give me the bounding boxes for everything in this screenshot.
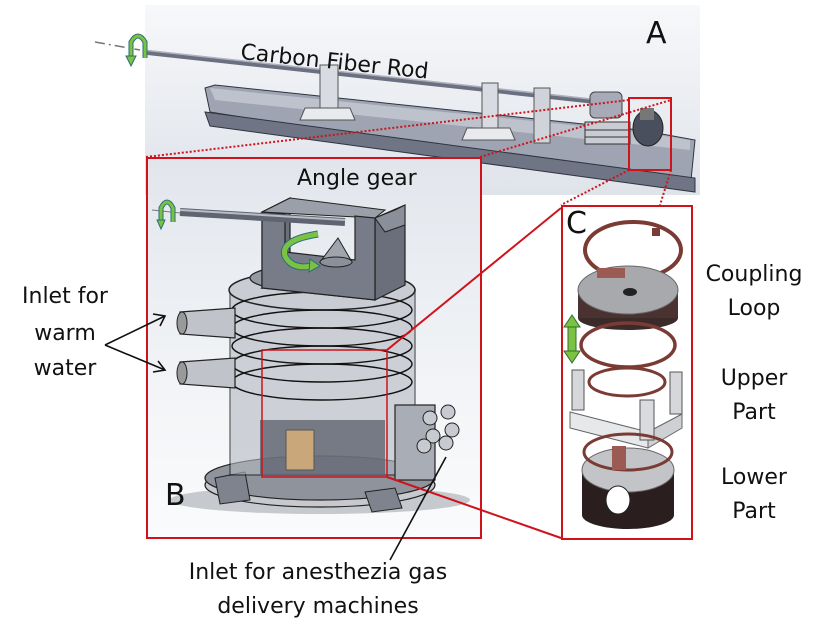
holder-miniature [632, 108, 664, 147]
gear-rotation-arrow-icon [280, 230, 321, 273]
upper-part-label: Upper Part [694, 366, 814, 426]
rod-support [533, 87, 551, 144]
small-mechanism [584, 121, 631, 145]
vertical-adjust-arrow-icon [563, 314, 581, 364]
leader-line [145, 99, 630, 158]
gas-inlet-block [394, 404, 460, 481]
gas-inlet-line-2: delivery machines [217, 594, 419, 619]
lower-part-line-1: Lower [721, 465, 787, 490]
lower-part-line-2: Part [732, 499, 776, 524]
highlight-box-b [261, 349, 388, 478]
gas-inlet-line-1: Inlet for anesthezia gas [188, 560, 448, 585]
coupling-loop-label: Coupling Loop [694, 262, 814, 322]
upper-part-line-2: Part [732, 400, 776, 425]
water-inlet-nozzle [176, 307, 236, 339]
motor-cylinder [589, 91, 623, 119]
rotation-arrow-icon [125, 33, 148, 68]
lower-part [581, 432, 675, 529]
upper-part [569, 366, 683, 449]
carbon-fiber-rod [94, 41, 601, 105]
gas-inlet-label: Inlet for anesthezia gas delivery machin… [178, 560, 458, 620]
leader-line [386, 476, 562, 539]
leader-line [386, 207, 562, 351]
warm-water-line-2: warm [34, 321, 96, 346]
gas-inlet-leader [389, 456, 447, 561]
angle-gear-label: Angle gear [297, 166, 417, 191]
rod-support [299, 64, 356, 121]
panel-letter-b: B [165, 478, 186, 513]
main-cylinder [228, 269, 416, 476]
bevel-gear [319, 237, 353, 268]
rotation-arrow-icon [156, 199, 176, 231]
warm-water-arrows [104, 313, 167, 373]
coupling-loop-line-2: Loop [727, 296, 781, 321]
coupling-loop-line-1: Coupling [705, 262, 803, 287]
lower-part-label: Lower Part [694, 465, 814, 525]
highlight-box-a [628, 97, 672, 171]
water-inlet-nozzle [176, 357, 236, 389]
rod-support [461, 82, 516, 141]
panel-letter-c: C [566, 206, 587, 241]
leader-line [479, 99, 672, 158]
warm-water-line-1: Inlet for [22, 284, 108, 309]
leader-line [560, 169, 630, 206]
coupling-disk [577, 265, 679, 330]
panel-letter-a: A [646, 16, 667, 51]
upper-part-line-1: Upper [720, 366, 788, 391]
warm-water-line-3: water [33, 356, 97, 381]
warm-water-label: Inlet for warm water [10, 284, 120, 382]
